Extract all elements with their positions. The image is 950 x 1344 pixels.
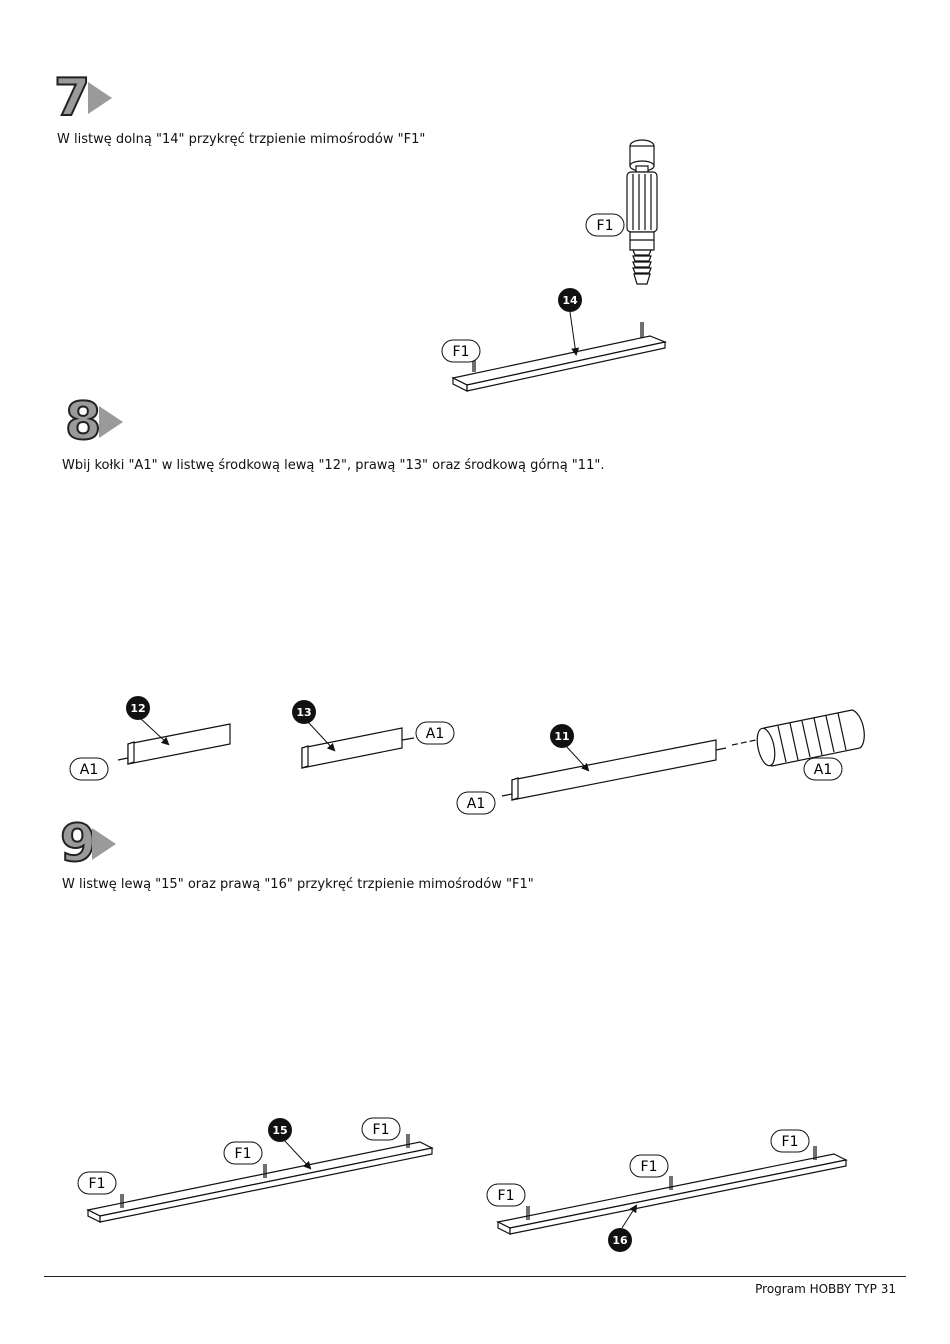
label-f1-bolt: F1 bbox=[586, 214, 624, 236]
dowel-a1-large bbox=[732, 710, 864, 767]
svg-text:F1: F1 bbox=[498, 1188, 515, 1204]
svg-text:13: 13 bbox=[296, 706, 311, 719]
label-f1-rail16-c: F1 bbox=[771, 1130, 809, 1152]
part-15-badge: 15 bbox=[268, 1118, 310, 1168]
label-a1-rail12: A1 bbox=[70, 758, 108, 780]
svg-text:11: 11 bbox=[554, 730, 569, 743]
label-f1-rail16-b: F1 bbox=[630, 1155, 668, 1177]
svg-text:A1: A1 bbox=[426, 726, 444, 742]
label-f1-rail16-a: F1 bbox=[487, 1184, 525, 1206]
part-11-badge: 11 bbox=[550, 724, 588, 770]
svg-text:F1: F1 bbox=[597, 218, 614, 234]
footer-text: Program HOBBY TYP 31 bbox=[755, 1282, 896, 1296]
part-14-badge: 14 bbox=[558, 288, 582, 354]
label-a1-rail11: A1 bbox=[457, 792, 495, 814]
rail-11 bbox=[502, 740, 726, 800]
label-f1-rail15-c: F1 bbox=[362, 1118, 400, 1140]
svg-text:A1: A1 bbox=[80, 762, 98, 778]
label-f1-rail15-b: F1 bbox=[224, 1142, 262, 1164]
svg-text:F1: F1 bbox=[641, 1159, 658, 1175]
svg-text:14: 14 bbox=[562, 294, 578, 307]
svg-text:F1: F1 bbox=[453, 344, 470, 360]
svg-text:F1: F1 bbox=[782, 1134, 799, 1150]
rail-12 bbox=[118, 724, 230, 764]
rail-16 bbox=[498, 1146, 846, 1234]
svg-text:12: 12 bbox=[130, 702, 145, 715]
svg-text:F1: F1 bbox=[89, 1176, 106, 1192]
label-a1-rail13: A1 bbox=[416, 722, 454, 744]
svg-text:16: 16 bbox=[612, 1234, 628, 1247]
svg-text:A1: A1 bbox=[467, 796, 485, 812]
label-f1-rail: F1 bbox=[442, 340, 480, 362]
footer-divider bbox=[44, 1276, 906, 1277]
label-f1-rail15-a: F1 bbox=[78, 1172, 116, 1194]
rail-14 bbox=[453, 322, 665, 391]
svg-text:F1: F1 bbox=[373, 1122, 390, 1138]
svg-text:A1: A1 bbox=[814, 762, 832, 778]
svg-text:F1: F1 bbox=[235, 1146, 252, 1162]
part-13-badge: 13 bbox=[292, 700, 334, 750]
label-a1-dowel: A1 bbox=[804, 758, 842, 780]
svg-text:15: 15 bbox=[272, 1124, 287, 1137]
cam-bolt-f1-large bbox=[627, 140, 657, 284]
